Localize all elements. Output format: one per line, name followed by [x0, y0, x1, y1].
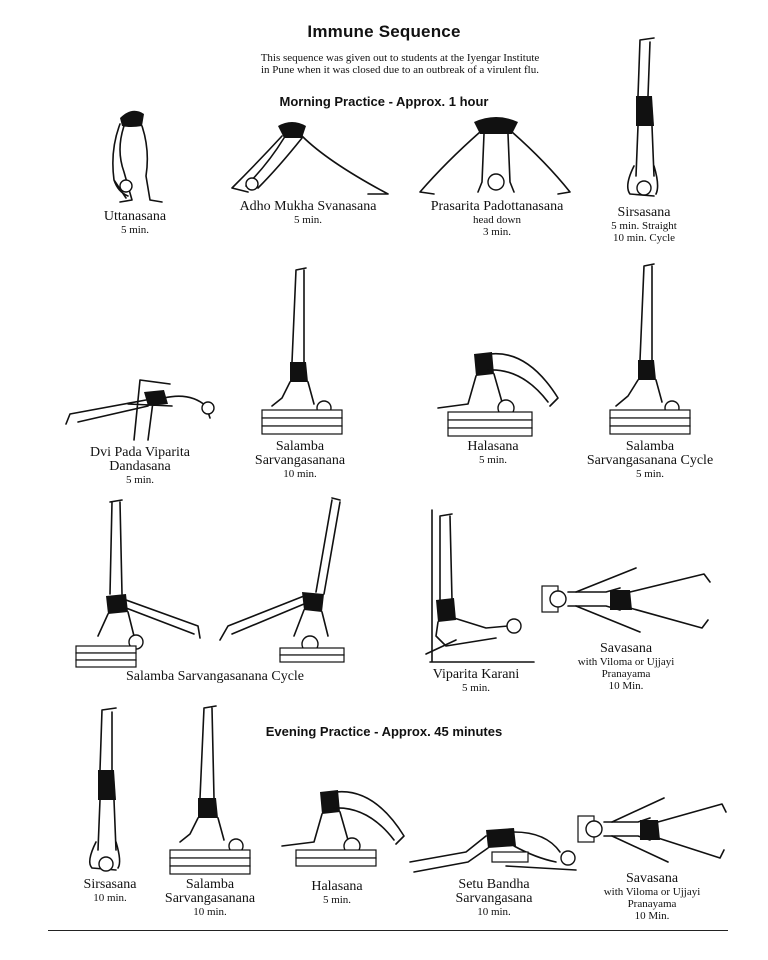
pose-name: Sarvangasanana — [164, 891, 256, 906]
sirsasana-evening-figure — [88, 707, 121, 872]
pose-detail: 10 min. — [283, 468, 317, 480]
pose-name: Uttanasana — [103, 209, 167, 224]
pose-sirsasana: Sirsasana 5 min. Straight 10 min. Cycle — [584, 36, 704, 244]
pose-detail: 5 min. Straight — [611, 220, 677, 232]
pose-name: Sirsasana — [617, 205, 671, 220]
salamba-sarvangasanana-cycle-pair-figure — [75, 497, 345, 668]
salamba-sarvangasanana-figure — [261, 267, 343, 435]
pose-name: Sirsasana — [83, 877, 137, 892]
pose-prasarita-padottanasana: Prasarita Padottanasana head down 3 min. — [412, 112, 582, 238]
pose-name: Dvi Pada Viparita — [90, 445, 190, 460]
salamba-sarvangasanana-cycle-figure — [609, 263, 691, 435]
pose-salamba-sarvangasanana: Salamba Sarvangasanana 10 min. — [240, 266, 360, 480]
pose-detail: 10 min. — [193, 906, 227, 918]
pose-name: Salamba — [625, 439, 675, 454]
pose-halasana: Halasana 5 min. — [418, 346, 568, 466]
pose-savasana: Savasana with Viloma or Ujjayi Pranayama… — [536, 562, 716, 692]
pose-detail: 10 min. Cycle — [612, 232, 676, 244]
pose-name: Halasana — [467, 439, 519, 454]
sirsasana-figure — [626, 37, 659, 197]
pose-name: Dandasana — [109, 459, 171, 474]
pose-salamba-sarvangasanana-evening: Salamba Sarvangasanana 10 min. — [150, 704, 270, 918]
pose-salamba-sarvangasanana-cycle-pair: Salamba Sarvangasanana Cycle — [70, 496, 360, 684]
pose-detail: Pranayama — [627, 898, 677, 910]
pose-detail: 5 min. — [635, 468, 665, 480]
uttanasana-figure — [112, 110, 163, 203]
pose-detail: 5 min. — [125, 474, 155, 486]
pose-adho-mukha-svanasana: Adho Mukha Svanasana 5 min. — [218, 118, 398, 226]
pose-name: Savasana — [625, 871, 679, 886]
savasana-evening-figure — [577, 797, 727, 863]
pose-detail: 5 min. — [478, 454, 508, 466]
pose-halasana-evening: Halasana 5 min. — [262, 786, 412, 906]
pose-detail: Pranayama — [601, 668, 651, 680]
pose-detail: 10 Min. — [608, 680, 644, 692]
page-title: Immune Sequence — [307, 22, 461, 41]
pose-savasana-evening: Savasana with Viloma or Ujjayi Pranayama… — [572, 792, 732, 922]
intro-text: This sequence was given out to students … — [200, 52, 600, 76]
viparita-karani-figure — [425, 509, 535, 663]
pose-salamba-sarvangasanana-cycle: Salamba Sarvangasanana Cycle 5 min. — [570, 262, 730, 480]
pose-name: Setu Bandha — [458, 877, 530, 892]
dvi-pada-viparita-dandasana-figure — [65, 379, 215, 441]
adho-mukha-svanasana-figure — [231, 122, 389, 195]
bottom-divider — [48, 930, 728, 931]
pose-name: Adho Mukha Svanasana — [239, 199, 377, 214]
pose-sirsasana-evening: Sirsasana 10 min. — [60, 704, 160, 904]
pose-detail: 5 min. — [461, 682, 491, 694]
pose-viparita-karani: Viparita Karani 5 min. — [416, 508, 536, 694]
pose-name: Halasana — [311, 879, 363, 894]
intro-line: in Pune when it was closed due to an out… — [261, 64, 539, 76]
pose-name: Sarvangasana — [455, 891, 533, 906]
pose-name: Sarvangasanana Cycle — [586, 453, 714, 468]
pose-dvi-pada-viparita-dandasana: Dvi Pada Viparita Dandasana 5 min. — [60, 374, 220, 486]
pose-setu-bandha-sarvangasana: Setu Bandha Sarvangasana 10 min. — [406, 822, 582, 918]
pose-name: Salamba — [275, 439, 325, 454]
pose-detail: 10 min. — [477, 906, 511, 918]
pose-name: Salamba — [185, 877, 235, 892]
pose-detail: head down — [473, 214, 521, 226]
pose-name: Savasana — [599, 641, 653, 656]
pose-name: Salamba Sarvangasanana Cycle — [125, 669, 305, 684]
setu-bandha-sarvangasana-figure — [409, 828, 577, 873]
pose-detail: with Viloma or Ujjayi — [577, 656, 675, 668]
pose-detail: with Viloma or Ujjayi — [603, 886, 701, 898]
intro-line: This sequence was given out to students … — [260, 52, 540, 64]
pose-name: Sarvangasanana — [254, 453, 346, 468]
pose-uttanasana: Uttanasana 5 min. — [80, 100, 190, 236]
pose-detail: 10 min. — [93, 892, 127, 904]
pose-detail: 10 Min. — [634, 910, 670, 922]
savasana-figure — [541, 567, 711, 633]
halasana-figure — [437, 352, 559, 437]
pose-detail: 3 min. — [482, 226, 512, 238]
halasana-evening-figure — [281, 790, 405, 867]
pose-detail: 5 min. — [293, 214, 323, 226]
pose-detail: 5 min. — [322, 894, 352, 906]
salamba-sarvangasanana-evening-figure — [169, 705, 251, 875]
evening-heading: Evening Practice - Approx. 45 minutes — [265, 724, 503, 739]
pose-name: Viparita Karani — [432, 667, 520, 682]
pose-detail: 5 min. — [120, 224, 150, 236]
pose-name: Prasarita Padottanasana — [430, 199, 564, 214]
morning-heading: Morning Practice - Approx. 1 hour — [279, 94, 489, 109]
prasarita-padottanasana-figure — [419, 117, 571, 195]
